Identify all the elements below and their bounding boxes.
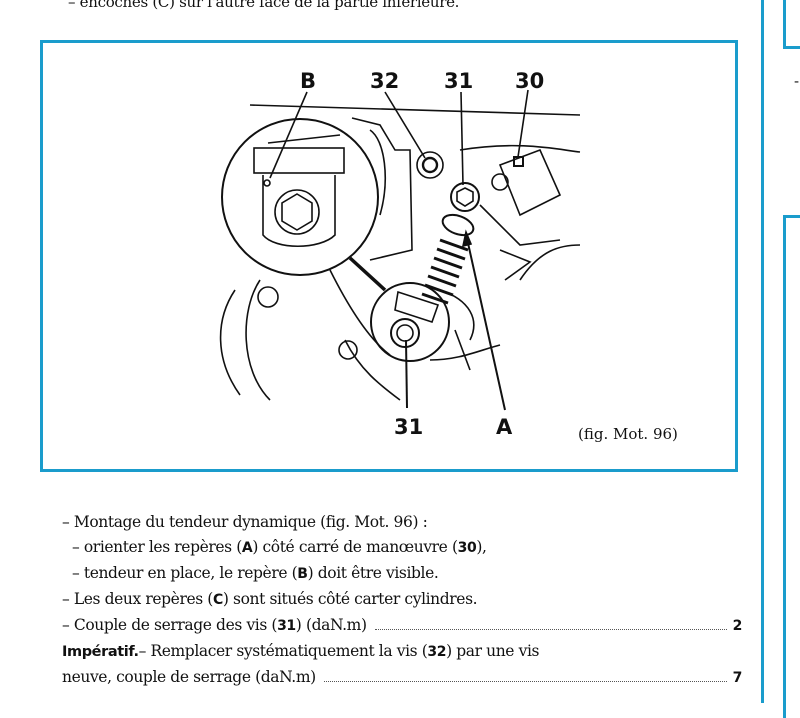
ref-B: B <box>297 566 308 582</box>
ref-31: 31 <box>277 618 296 634</box>
figure-caption: (fig. Mot. 96) <box>578 425 678 443</box>
right-column-box-bottom <box>783 215 800 718</box>
label-31-bottom: 31 <box>394 415 423 439</box>
text: ) sont situés côté carter cylindres. <box>222 590 478 608</box>
figure-frame <box>40 40 738 472</box>
label-B: B <box>300 69 316 93</box>
text: – Les deux repères ( <box>62 590 213 608</box>
text: ) par une vis <box>446 642 540 660</box>
label-30: 30 <box>515 69 544 93</box>
instructions: – Montage du tendeur dynamique (fig. Mot… <box>62 510 742 691</box>
tensioner-illustration: B 32 31 30 31 A <box>219 69 581 439</box>
label-31-top: 31 <box>444 69 473 93</box>
ref-C: C <box>212 592 223 608</box>
column-divider <box>761 0 764 703</box>
torque-value-32: 7 <box>732 670 743 686</box>
leader-dots <box>323 681 727 682</box>
ref-A: A <box>241 540 253 556</box>
text: – tendeur en place, le repère ( <box>72 564 298 582</box>
text: ), <box>476 538 487 556</box>
text: – Couple de serrage des vis ( <box>62 616 278 634</box>
leader-dots <box>374 629 727 630</box>
right-column-text: - <box>794 72 800 90</box>
text: ) (daN.m) <box>295 616 367 634</box>
text: neuve, couple de serrage (daN.m) <box>62 668 316 686</box>
step-mounting: – Montage du tendeur dynamique (fig. Mot… <box>62 513 428 531</box>
text: ) côté carré de manœuvre ( <box>252 538 458 556</box>
label-A: A <box>496 415 513 439</box>
torque-value-31: 2 <box>732 618 743 634</box>
text: – orienter les repères ( <box>72 538 242 556</box>
previous-text-line: – encoches (C) sur l'autre face de la pa… <box>68 0 460 11</box>
text: – Remplacer systématiquement la vis ( <box>138 642 428 660</box>
imperative-note: Impératif.– Remplacer systématiquement l… <box>62 639 742 665</box>
ref-32: 32 <box>427 644 447 660</box>
step-marks: – Les deux repères (C) sont situés côté … <box>62 587 742 613</box>
right-column-box-top <box>783 0 800 49</box>
step-orient: – orienter les repères (A) côté carré de… <box>62 535 742 561</box>
ref-30: 30 <box>457 540 477 556</box>
torque-32: neuve, couple de serrage (daN.m) 7 <box>62 665 742 691</box>
torque-31: – Couple de serrage des vis (31) (daN.m)… <box>62 613 742 639</box>
imperative-label: Impératif. <box>62 644 139 660</box>
text: ) doit être visible. <box>307 564 439 582</box>
label-32: 32 <box>370 69 399 93</box>
step-tensioner: – tendeur en place, le repère (B) doit ê… <box>62 561 742 587</box>
